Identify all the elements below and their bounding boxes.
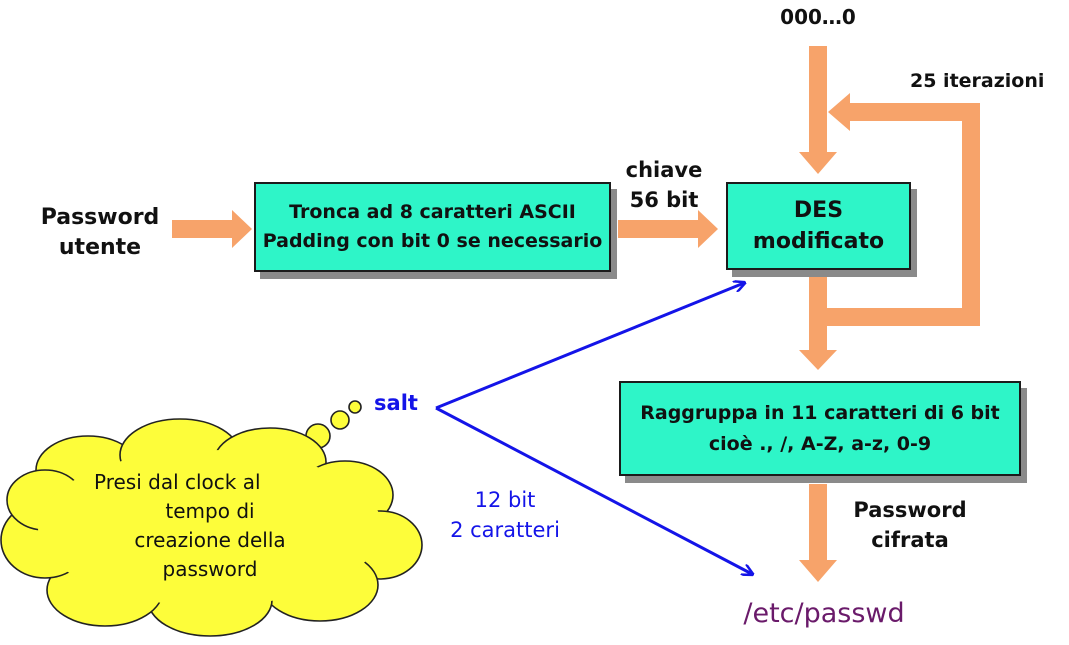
truncate-box-line2: Padding con bit 0 se necessario: [262, 230, 603, 252]
des-box-line2: modificato: [752, 229, 885, 254]
key-label-line1: chiave: [625, 158, 703, 182]
passwd-file-label: /etc/passwd: [743, 598, 905, 629]
group-box: Raggruppa in 11 caratteri di 6 bit cioè …: [619, 381, 1021, 476]
password-label-line2: utente: [58, 235, 142, 260]
arrow-group-to-passwd: [799, 484, 837, 582]
password-label-line1: Password: [40, 205, 160, 230]
truncate-box: Tronca ad 8 caratteri ASCII Padding con …: [254, 182, 611, 272]
group-box-line1: Raggruppa in 11 caratteri di 6 bit: [640, 401, 1000, 424]
truncate-box-line1: Tronca ad 8 caratteri ASCII: [289, 201, 576, 223]
cloud-text-line3: creazione della: [134, 528, 286, 552]
iterations-label: 25 iterazioni: [910, 70, 1045, 92]
cloud-text-line2: tempo di: [165, 499, 255, 523]
salt-arrow-to-passwd: [435, 406, 752, 574]
des-box: DES modificato: [726, 182, 911, 270]
cloud-text-line4: password: [162, 557, 258, 581]
encrypted-line1: Password: [853, 498, 967, 522]
thought-cloud-body: [38, 450, 382, 606]
cloud-text: Presi dal clock al tempo di creazione de…: [60, 468, 360, 584]
salt-bits-label: 12 bit 2 caratteri: [420, 485, 590, 545]
encrypted-line2: cifrata: [871, 528, 949, 552]
salt-label: salt: [374, 391, 418, 415]
key-label-line2: 56 bit: [629, 188, 699, 212]
password-label: Password utente: [30, 203, 170, 263]
arrow-password-to-truncate: [172, 210, 252, 248]
arrow-des-to-group: [799, 338, 837, 370]
iteration-loop-arrow: [809, 93, 980, 340]
zeros-label: 000…0: [780, 5, 856, 29]
group-box-line2: cioè ., /, A-Z, a-z, 0-9: [708, 432, 932, 455]
salt-arrow-to-des: [435, 283, 744, 410]
salt-bits-line2: 2 caratteri: [450, 518, 560, 542]
arrow-key-to-des: [618, 210, 718, 248]
des-box-line1: DES: [793, 198, 844, 223]
cloud-text-line1: Presi dal clock al: [94, 470, 261, 494]
salt-bits-line1: 12 bit: [474, 488, 536, 512]
encrypted-password-label: Password cifrata: [840, 495, 980, 555]
arrow-zeros-to-des: [799, 46, 837, 174]
key-label: chiave 56 bit: [614, 155, 714, 215]
